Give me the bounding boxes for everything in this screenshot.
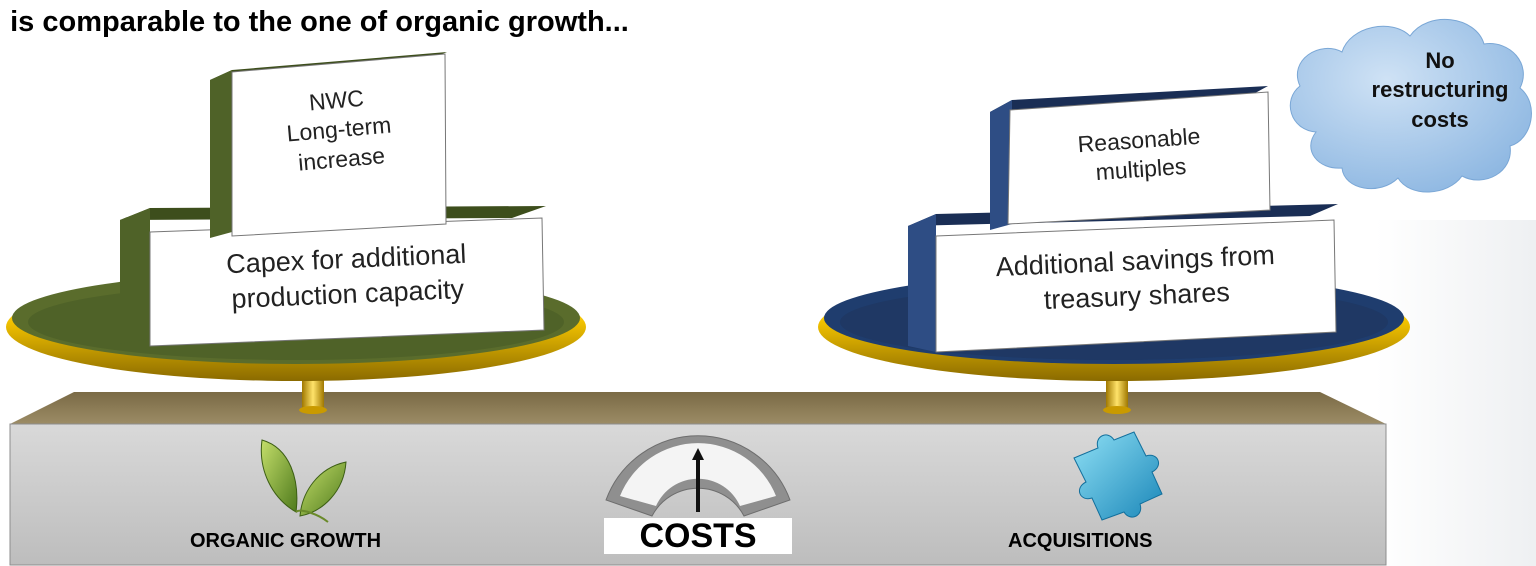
- gauge-icon: [605, 435, 791, 517]
- left-top-box-label: NWC Long-term increase: [229, 77, 450, 184]
- right-top-box: [990, 86, 1271, 230]
- cloud-line-3: costs: [1411, 106, 1469, 132]
- costs-label: COSTS: [604, 518, 792, 554]
- cloud-shape: [1289, 18, 1532, 193]
- organic-growth-label: ORGANIC GROWTH: [190, 530, 382, 552]
- cloud-label: No restructuring costs: [1350, 46, 1530, 134]
- left-stem: [299, 376, 327, 414]
- background-fade: [1376, 220, 1536, 566]
- right-stem: [1103, 376, 1131, 414]
- leaves-icon: [260, 439, 347, 523]
- acquisitions-label: ACQUISITIONS: [1008, 530, 1153, 552]
- left-top-box: [210, 52, 447, 238]
- cloud-line-2: restructuring: [1371, 77, 1509, 103]
- cloud-line-1: No: [1425, 48, 1455, 73]
- puzzle-piece-icon: [1073, 431, 1163, 521]
- slide-title: l is comparable to the one of organic gr…: [0, 6, 629, 38]
